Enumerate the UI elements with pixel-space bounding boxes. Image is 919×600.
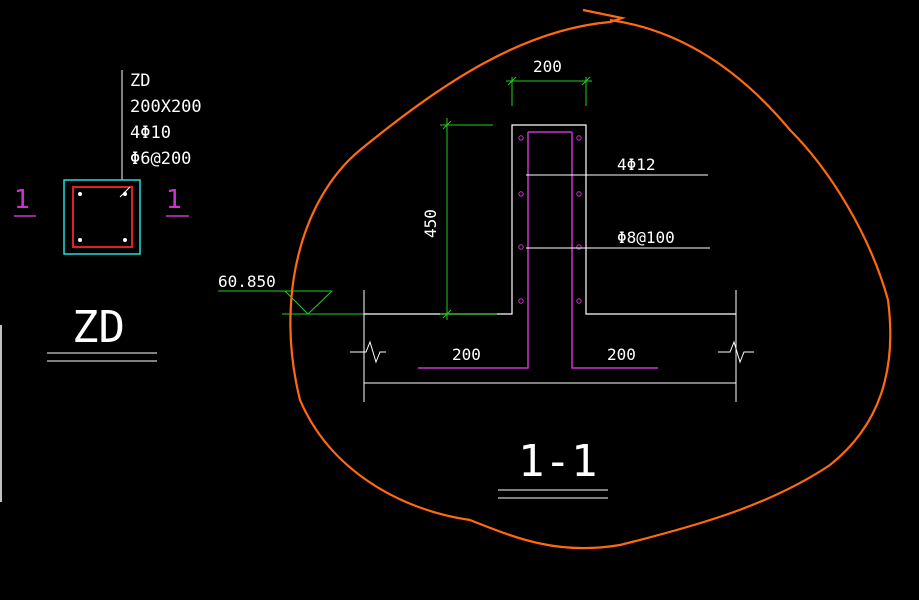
rebar-dot: [518, 135, 524, 141]
break-line-left: [350, 340, 386, 364]
rebar-dot: [576, 298, 582, 304]
column-outline: [63, 179, 141, 255]
section-stirrup: Φ8@100: [617, 228, 675, 247]
break-line-right: [718, 340, 754, 364]
rebar-right-leg: [571, 132, 658, 369]
section-mark-left: 1: [14, 185, 31, 215]
rebar-dot: [576, 191, 582, 197]
section-view: 200 450 4Φ12 Φ8@100 200 200 1-1: [350, 57, 754, 499]
column-tag-name: ZD: [130, 71, 150, 91]
column-tag-stirrup: Φ6@200: [130, 149, 191, 169]
rebar-dot: [576, 135, 582, 141]
section-outline: [364, 124, 736, 315]
section-title: 1-1: [518, 436, 597, 487]
rebar-dot: [78, 192, 82, 196]
section-main-rebar: 4Φ12: [617, 155, 656, 174]
column-plan: ZD 200X200 4Φ10 Φ6@200 1 1 ZD: [14, 70, 202, 362]
rebar-dot: [78, 238, 82, 242]
top-dim-tick: [581, 76, 591, 86]
left-dim-text: 200: [452, 345, 481, 364]
elevation-text: 60.850: [218, 272, 276, 291]
rebar-dot: [123, 238, 127, 242]
rebar-dot: [518, 244, 524, 250]
height-dim-text: 450: [421, 209, 440, 238]
rebar-dot: [123, 192, 127, 196]
rebar-dot: [576, 244, 582, 250]
markup-circle: [289, 8, 892, 550]
height-dim-tick: [442, 120, 452, 130]
column-tag-size: 200X200: [130, 97, 202, 117]
column-tag-main-rebar: 4Φ10: [130, 123, 171, 143]
stirrup-rect: [72, 186, 133, 248]
plan-title: ZD: [72, 302, 125, 353]
top-dim-text: 200: [533, 57, 562, 76]
height-dim-tick: [442, 309, 452, 319]
rebar-dot: [518, 298, 524, 304]
right-dim-text: 200: [607, 345, 636, 364]
rebar-left-leg: [418, 132, 529, 369]
elevation-mark: 60.850: [218, 272, 364, 315]
section-mark-right: 1: [166, 185, 183, 215]
top-dim-tick: [507, 76, 517, 86]
rebar-dot: [518, 191, 524, 197]
